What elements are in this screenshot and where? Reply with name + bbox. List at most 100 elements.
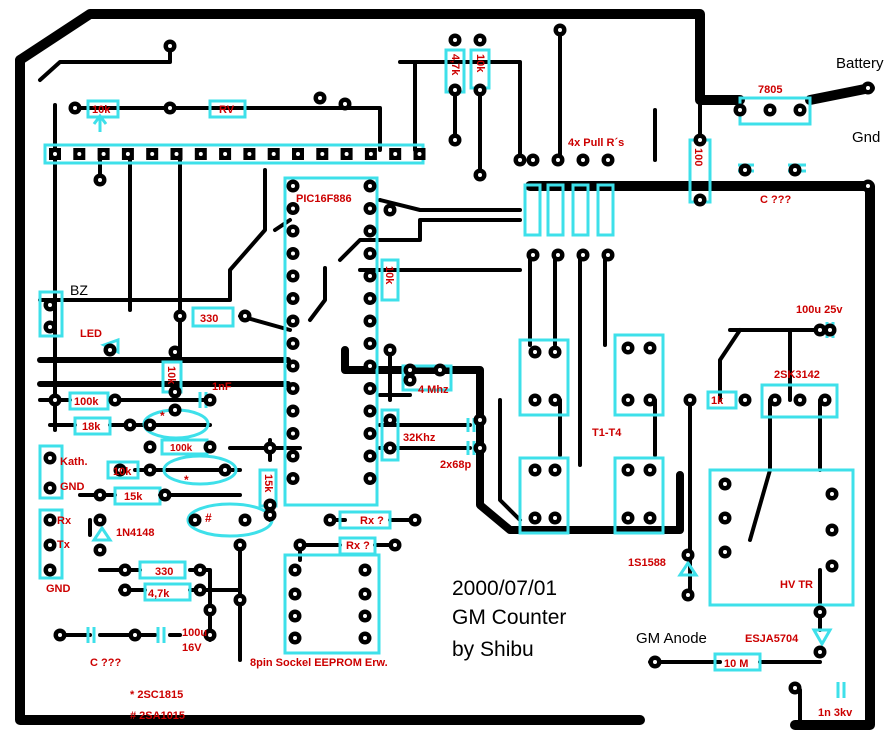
- pad-hole: [606, 158, 610, 162]
- pad-hole: [686, 553, 690, 557]
- pad-hole: [828, 328, 832, 332]
- gnd-top-label: Gnd: [852, 129, 880, 146]
- pad-hole: [291, 409, 295, 413]
- pad-hole: [453, 38, 457, 42]
- pad-hole: [793, 686, 797, 690]
- pad-hole: [293, 592, 297, 596]
- pad-hole: [866, 86, 870, 90]
- pad-hole: [98, 518, 102, 522]
- pad-hole: [478, 38, 482, 42]
- pad-hole: [208, 608, 212, 612]
- pad-hole: [223, 152, 228, 156]
- cap-q-right-label: C ???: [760, 194, 791, 206]
- pad-hole: [793, 168, 797, 172]
- pad-hole: [168, 106, 172, 110]
- battery-label: Battery: [836, 55, 884, 72]
- t1t4-label: T1-T4: [592, 427, 622, 439]
- pad-hole: [478, 418, 482, 422]
- pad-hole: [198, 568, 202, 572]
- pad-hole: [318, 96, 322, 100]
- copper-traces: [15, 9, 875, 730]
- pad-hole: [271, 152, 276, 156]
- pad-hole: [223, 468, 227, 472]
- pad-hole: [723, 482, 727, 486]
- pad-hole: [268, 513, 272, 517]
- pad-hole: [363, 636, 367, 640]
- pad-hole: [388, 446, 392, 450]
- star2-label: *: [184, 473, 189, 487]
- pad-hole: [53, 398, 57, 402]
- pad-hole: [626, 346, 630, 350]
- pad-hole: [368, 431, 372, 436]
- pad-hole: [556, 253, 560, 257]
- pad-hole: [408, 368, 412, 372]
- gnd-b-label: GND: [46, 583, 71, 595]
- pad-hole: [268, 503, 272, 507]
- pad-hole: [723, 550, 727, 554]
- pad-hole: [798, 108, 802, 112]
- pad-hole: [830, 492, 834, 496]
- bz-label: BZ: [70, 282, 88, 298]
- pad-hole: [243, 518, 247, 522]
- pad-hole: [291, 251, 295, 256]
- xtal-4m-label: 4 Mhz: [418, 384, 449, 396]
- pad-hole: [768, 108, 772, 112]
- r-15k-v-label: 15k: [262, 474, 274, 493]
- pad-hole: [198, 588, 202, 592]
- pad-hole: [291, 296, 295, 301]
- rx-q2-label: Rx ?: [346, 540, 370, 552]
- pad-hole: [128, 423, 132, 427]
- pad-hole: [293, 614, 297, 618]
- pad-hole: [388, 418, 392, 422]
- pad-hole: [293, 568, 297, 572]
- note2-label: # 2SA1015: [130, 710, 185, 722]
- pad-hole: [198, 152, 203, 156]
- pad-hole: [291, 229, 295, 233]
- hash-label: #: [205, 511, 212, 525]
- cap-100u25-label: 100u 25v: [796, 304, 843, 316]
- pad-hole: [163, 493, 167, 497]
- pad-hole: [291, 476, 295, 481]
- pad-hole: [698, 138, 702, 142]
- pad-hole: [823, 398, 827, 402]
- pad-hole: [368, 206, 372, 211]
- pad-hole: [438, 368, 442, 372]
- pad-hole: [581, 158, 585, 162]
- pad-hole: [291, 364, 295, 368]
- pad-hole: [531, 253, 535, 257]
- pad-hole: [413, 518, 417, 522]
- cap-1nf-label: 1nF: [212, 381, 232, 393]
- pad-hole: [478, 446, 482, 450]
- pad-hole: [208, 398, 212, 402]
- xtal-32k-label: 32Khz: [403, 432, 436, 444]
- pad-hole: [368, 364, 372, 368]
- pad-hole: [478, 173, 482, 177]
- pad-hole: [291, 184, 295, 188]
- r-10k-v-label: 10k: [165, 366, 177, 385]
- pad-hole: [648, 346, 652, 350]
- pad-hole: [626, 516, 630, 520]
- pad-hole: [626, 398, 630, 402]
- pad-hole: [48, 325, 52, 329]
- pad-hole: [343, 102, 347, 106]
- pad-hole: [238, 543, 242, 547]
- cap-1n3kv-label: 1n 3kv: [818, 707, 853, 719]
- pad-hole: [686, 593, 690, 597]
- rx-q1-label: Rx ?: [360, 515, 384, 527]
- pad-hole: [773, 398, 777, 402]
- r-15k-h-label: 15k: [124, 491, 143, 503]
- r-330-b-label: 330: [155, 566, 173, 578]
- d-1n4148-label: 1N4148: [116, 527, 155, 539]
- pad-hole: [648, 398, 652, 402]
- pad-hole: [648, 516, 652, 520]
- pad-hole: [108, 348, 112, 352]
- pad-hole: [368, 476, 372, 481]
- pad-hole: [393, 152, 398, 156]
- pad-hole: [328, 518, 332, 522]
- pad-hole: [173, 408, 177, 412]
- pad-hole: [48, 518, 52, 522]
- pad-hole: [518, 158, 522, 162]
- pad-hole: [533, 468, 537, 472]
- pad-hole: [48, 456, 52, 460]
- pads: [43, 23, 875, 695]
